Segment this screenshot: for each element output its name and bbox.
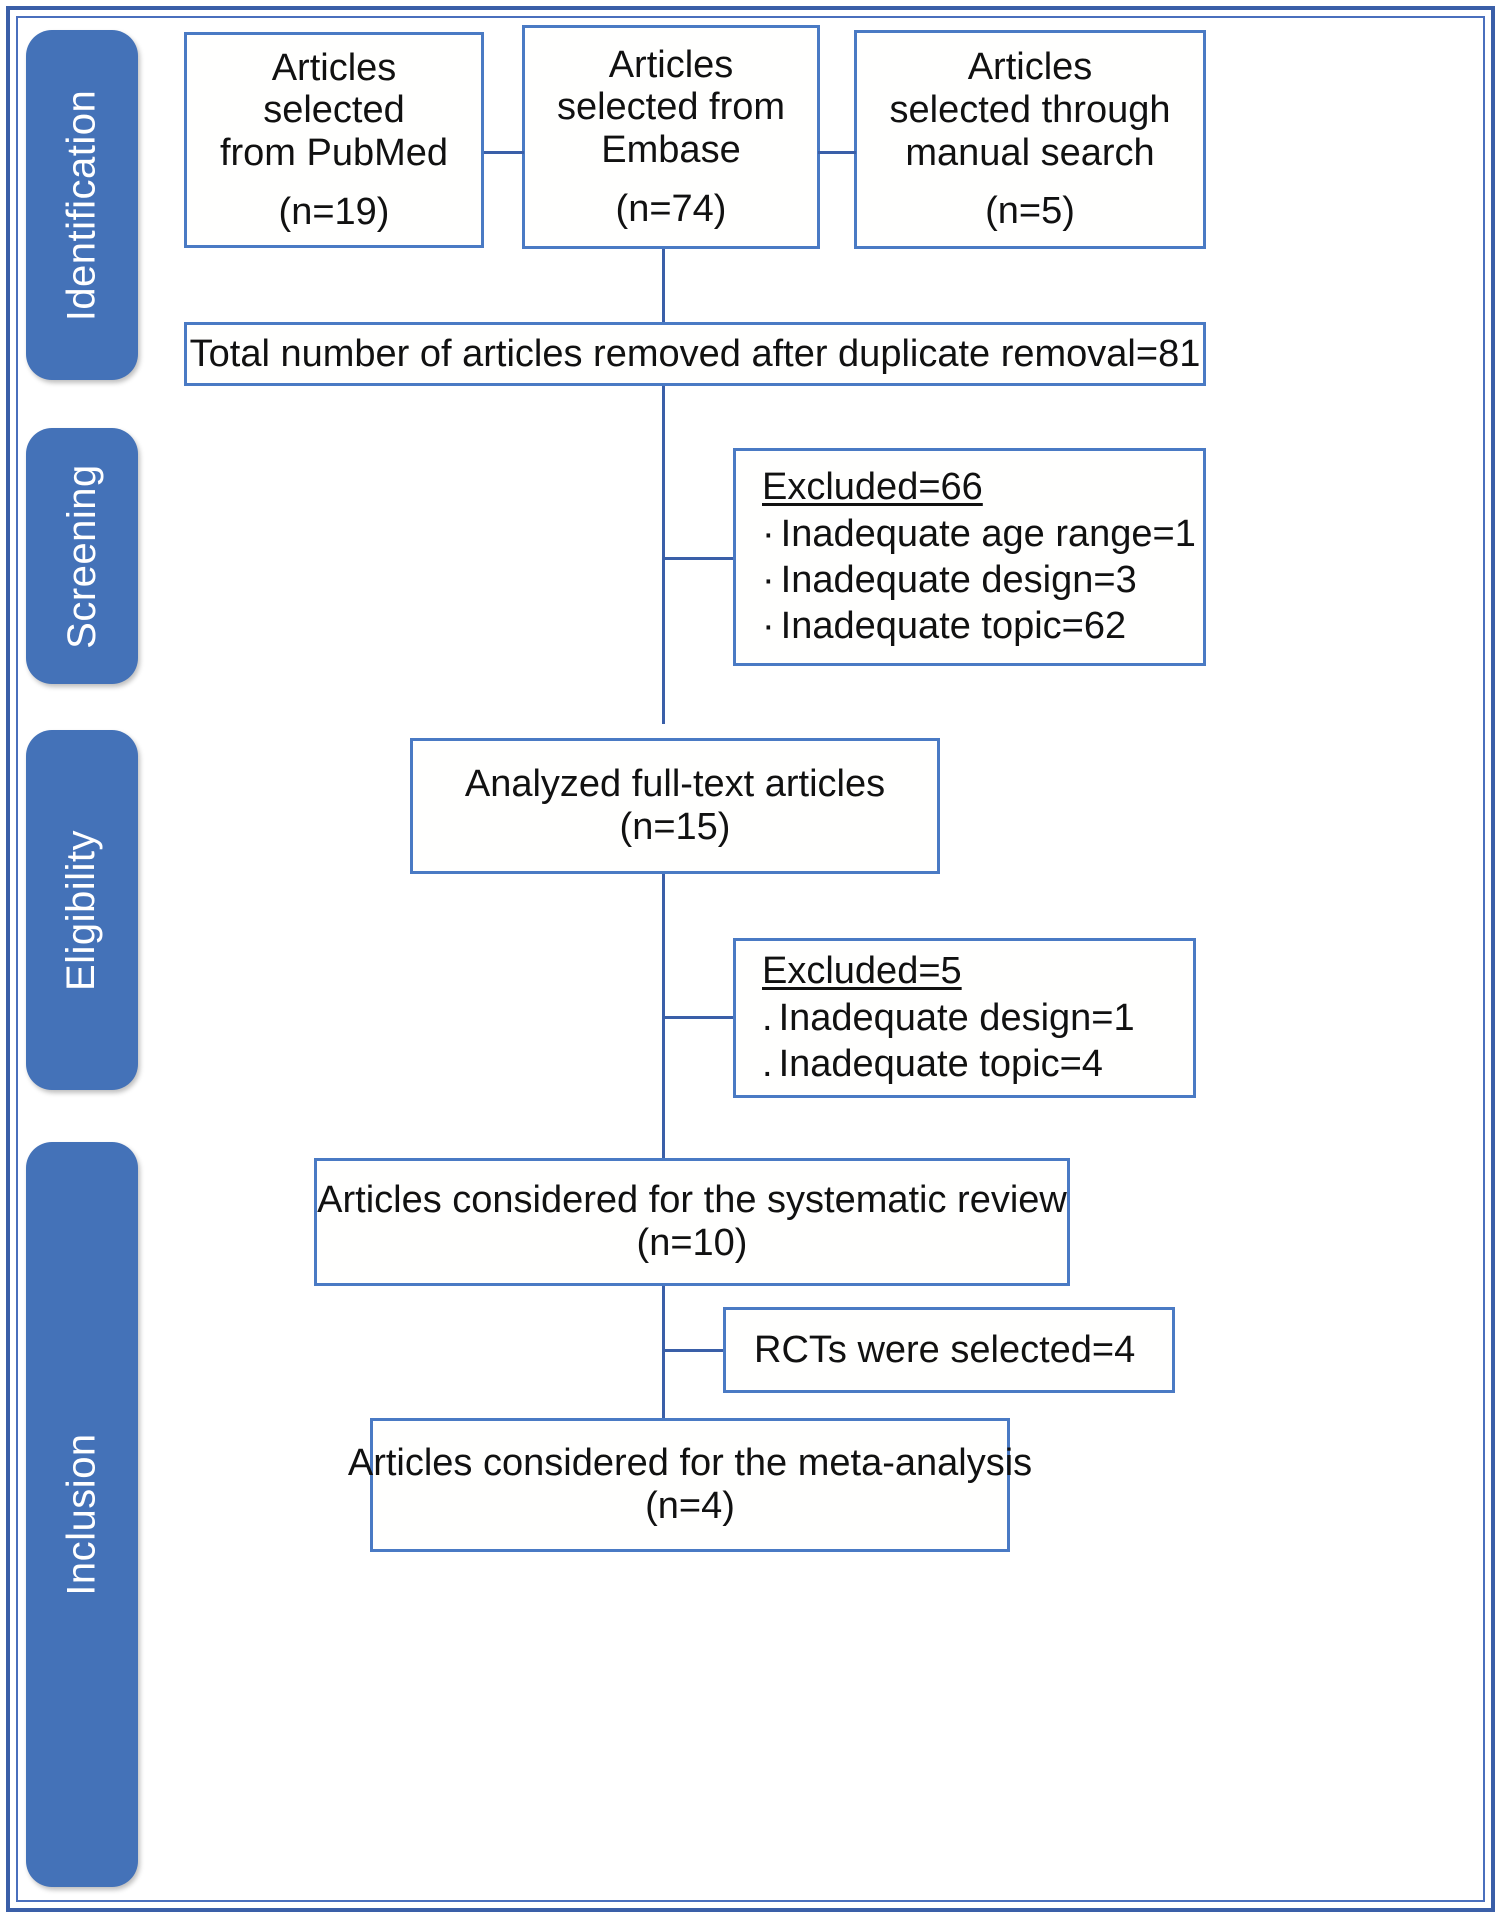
- duplicates-box: Total number of articles removed after d…: [184, 322, 1206, 386]
- meta-analysis-line2: (n=4): [645, 1485, 735, 1527]
- source-box-pubmed: Articles selected from PubMed (n=19): [184, 32, 484, 248]
- stage-pill-identification: Identification: [26, 30, 138, 380]
- bullet-dot-icon: ·: [762, 559, 775, 601]
- excluded-screening-item-1-text: Inadequate design=3: [780, 559, 1137, 601]
- bullet-dot-icon: ·: [762, 605, 775, 648]
- excluded-eligibility-box: Excluded=5 .Inadequate design=1 .Inadequ…: [733, 938, 1196, 1098]
- source-manual-line3: manual search: [905, 131, 1155, 174]
- source-embase-line1: Articles: [608, 43, 734, 86]
- excluded-screening-item-0: ·Inadequate age range=1: [762, 511, 1196, 557]
- source-pubmed-line2: selected: [263, 89, 405, 132]
- bullet-dot-icon: .: [762, 1043, 773, 1086]
- rcts-text: RCTs were selected=4: [754, 1328, 1136, 1371]
- excluded-screening-item-0-text: Inadequate age range=1: [780, 512, 1196, 555]
- connector-sources-to-duplicates: [662, 249, 665, 324]
- excluded-screening-item-1: ·Inadequate design=3: [762, 557, 1137, 603]
- source-manual-line1: Articles: [967, 46, 1093, 89]
- excluded-screening-item-2: ·Inadequate topic=62: [762, 603, 1126, 649]
- stage-label-identification: Identification: [59, 89, 104, 321]
- excluded-screening-title: Excluded=66: [762, 466, 983, 509]
- figure-inner-border: [16, 16, 1485, 1902]
- stage-label-screening: Screening: [59, 463, 104, 649]
- meta-analysis-line1: Articles considered for the meta-analysi…: [347, 1442, 1033, 1485]
- source-manual-line2: selected through: [889, 88, 1171, 131]
- connector-systematic-to-meta: [662, 1286, 665, 1420]
- connector-pubmed-to-embase: [484, 151, 524, 154]
- systematic-review-line2: (n=10): [636, 1222, 748, 1264]
- source-box-manual: Articles selected through manual search …: [854, 30, 1206, 249]
- source-pubmed-count: (n=19): [278, 190, 390, 233]
- stage-label-inclusion: Inclusion: [59, 1433, 104, 1596]
- source-embase-line3: Embase: [601, 129, 741, 171]
- connector-embase-to-manual: [818, 151, 856, 154]
- stage-pill-eligibility: Eligibility: [26, 730, 138, 1090]
- excluded-eligibility-item-1: .Inadequate topic=4: [762, 1041, 1103, 1087]
- excluded-eligibility-item-0-text: Inadequate design=1: [778, 996, 1135, 1039]
- connector-fulltext-to-systematic: [662, 874, 665, 1162]
- excluded-screening-item-2-text: Inadequate topic=62: [780, 605, 1127, 648]
- figure-outer-border: [6, 6, 1495, 1912]
- bullet-dot-icon: ·: [762, 512, 775, 555]
- connector-eligibility-exclusion: [665, 1016, 735, 1019]
- source-box-embase: Articles selected from Embase (n=74): [522, 25, 820, 249]
- connector-rcts: [665, 1349, 725, 1352]
- source-embase-count: (n=74): [615, 187, 727, 230]
- stage-label-eligibility: Eligibility: [59, 829, 104, 991]
- fulltext-line1: Analyzed full-text articles: [464, 763, 886, 806]
- rcts-box: RCTs were selected=4: [723, 1307, 1175, 1393]
- meta-analysis-box: Articles considered for the meta-analysi…: [348, 1418, 1032, 1552]
- source-embase-line2: selected from: [556, 86, 786, 129]
- systematic-review-line1: Articles considered for the systematic r…: [317, 1179, 1067, 1222]
- systematic-review-box: Articles considered for the systematic r…: [314, 1158, 1070, 1286]
- stage-pill-screening: Screening: [26, 428, 138, 684]
- excluded-eligibility-item-1-text: Inadequate topic=4: [778, 1043, 1103, 1086]
- fulltext-box: Analyzed full-text articles (n=15): [410, 738, 940, 874]
- fulltext-line2: (n=15): [619, 806, 731, 848]
- source-manual-count: (n=5): [985, 190, 1075, 233]
- connector-duplicates-to-fulltext: [662, 386, 665, 724]
- connector-screening-exclusion: [665, 557, 735, 560]
- bullet-dot-icon: .: [762, 996, 773, 1039]
- excluded-eligibility-title: Excluded=5: [762, 950, 962, 993]
- excluded-screening-box: Excluded=66 ·Inadequate age range=1 ·Ina…: [733, 448, 1206, 666]
- source-pubmed-line3: from PubMed: [219, 132, 449, 174]
- source-pubmed-line1: Articles: [271, 46, 397, 89]
- excluded-eligibility-item-0: .Inadequate design=1: [762, 995, 1135, 1041]
- stage-pill-inclusion: Inclusion: [26, 1142, 138, 1887]
- duplicates-text: Total number of articles removed after d…: [189, 332, 1201, 375]
